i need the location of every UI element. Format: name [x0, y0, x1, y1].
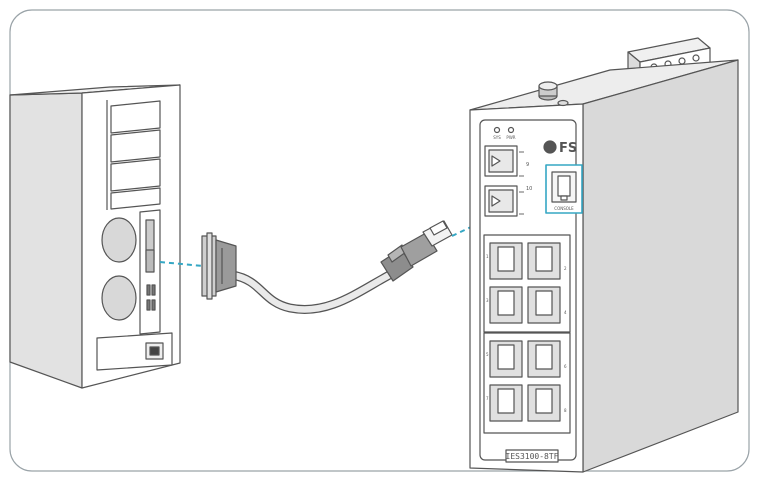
port-number-8: 8: [564, 408, 567, 413]
port-number-1: 1: [486, 254, 489, 259]
port-number-4: 4: [564, 310, 567, 315]
rj45-connector: [380, 220, 453, 282]
brand-logo-text: FS: [559, 141, 577, 156]
desktop-tower-icon: [9, 84, 181, 389]
db9-connector: [201, 232, 237, 300]
port-number-6: 6: [564, 364, 567, 369]
rj45-port-group-5-8: [483, 332, 571, 434]
industrial-din-rail-switch-icon: [469, 37, 739, 473]
pc-to-cable-connection-line: [159, 261, 204, 267]
console-port: [545, 164, 583, 214]
port-number-7: 7: [486, 396, 489, 401]
port-number-2: 2: [564, 266, 567, 271]
sfp-label-9: 9: [526, 162, 529, 168]
sfp-ports: [484, 145, 524, 217]
model-label: IES3100-8TF: [506, 452, 559, 461]
rj45-port-group-1-4: [483, 234, 571, 333]
led-label-sys: SYS: [493, 135, 501, 140]
led-label-pwr: PWR: [506, 135, 515, 140]
sfp-label-10: 10: [526, 186, 532, 192]
db9-to-rj45-console-cable-icon: [201, 220, 453, 314]
port-number-5: 5: [486, 352, 489, 357]
console-label: CONSOLE: [554, 206, 574, 211]
port-number-3: 3: [486, 298, 489, 303]
